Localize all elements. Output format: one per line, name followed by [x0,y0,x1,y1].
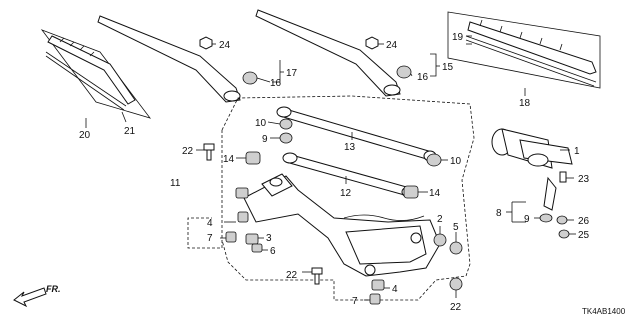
direction-label: FR. [46,284,61,294]
callout-20: 20 [79,130,91,141]
callout-24a: 24 [219,40,231,51]
callout-6: 6 [270,246,276,257]
callout-9b: 9 [524,214,530,225]
callout-10a: 10 [255,118,267,129]
wiper-link-frame [243,173,441,277]
right-blade-group [447,11,601,89]
callout-15: 15 [442,62,454,73]
callout-4b: 4 [392,284,398,295]
callout-14b: 14 [429,188,441,199]
callout-8: 8 [496,208,502,219]
callout-21: 21 [124,126,136,137]
callout-4a: 4 [207,218,213,229]
callout-5: 5 [453,222,459,233]
callout-23: 23 [578,174,590,185]
callout-7b: 7 [352,296,358,307]
callout-2: 2 [437,214,443,225]
wiper-motor [491,128,573,211]
callout-12: 12 [340,188,352,199]
frame-hardware [225,187,463,305]
callout-16a: 16 [270,78,282,89]
callout-24b: 24 [386,40,398,51]
callout-11: 11 [170,178,181,189]
callout-22a: 22 [182,146,194,157]
callout-13: 13 [344,142,356,153]
linkage-outline [221,95,475,301]
callout-7a: 7 [207,233,213,244]
callout-19: 19 [452,32,464,43]
right-wiper-arm [255,9,412,97]
washers-8 [539,213,570,239]
callout-18: 18 [519,98,531,109]
diagram-code: TK4AB1400 [582,307,626,316]
linkage-rods [276,106,437,198]
front-direction-arrow-icon [13,287,47,308]
left-blade-group [40,29,152,119]
bolt-23 [559,171,567,183]
callout-16b: 16 [417,72,429,83]
bolt-22-upper [203,143,215,161]
callout-22b: 22 [286,270,298,281]
callout-14a: 14 [223,154,235,165]
bolt-22-lower [311,267,323,285]
callout-3: 3 [266,233,272,244]
callout-10b: 10 [450,156,462,167]
callout-22c: 22 [450,302,462,313]
callout-26: 26 [578,216,590,227]
callout-25: 25 [578,230,590,241]
callout-17: 17 [286,68,298,79]
callout-1: 1 [574,146,580,157]
callout-9a: 9 [262,134,268,145]
